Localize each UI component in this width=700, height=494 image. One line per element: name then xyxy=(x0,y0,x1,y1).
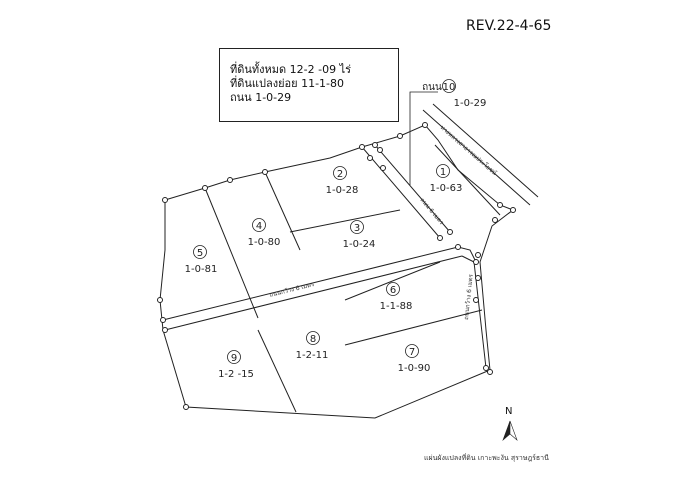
lot-7-area: 1-0-90 xyxy=(398,363,431,374)
highway-label: ทางหลวงสาธารณประโยชน์ xyxy=(439,123,499,176)
survey-marker xyxy=(372,142,378,148)
lot-8-number: 8 xyxy=(310,334,316,345)
lot-6-area: 1-1-88 xyxy=(380,301,413,312)
right-road-strip xyxy=(457,246,487,369)
lot-7-circle xyxy=(405,344,419,358)
lot-2-number: 2 xyxy=(337,169,343,180)
lot-8-circle xyxy=(306,331,320,345)
survey-marker xyxy=(227,177,233,183)
lot-3-number: 3 xyxy=(354,223,360,234)
survey-marker xyxy=(160,317,166,323)
lot-4-circle xyxy=(252,218,266,232)
survey-marker xyxy=(262,169,268,175)
summary-subdivided-area: ที่ดินแปลงย่อย 11-1-80 xyxy=(230,77,345,90)
main-road-strip xyxy=(162,246,463,331)
survey-marker xyxy=(487,369,493,375)
highway-line xyxy=(422,103,539,206)
survey-marker xyxy=(359,144,365,150)
road-callout-leader xyxy=(409,91,438,185)
top-road-strip xyxy=(361,144,451,239)
lot-4-area: 1-0-80 xyxy=(248,237,281,248)
lot-5-number: 5 xyxy=(197,248,203,259)
lot-7-number: 7 xyxy=(409,347,415,358)
survey-marker xyxy=(510,207,516,213)
map-caption: แผ่นผังแปลงที่ดิน เกาะพะงัน สุราษฎร์ธานี xyxy=(424,454,549,462)
lot-3-circle xyxy=(350,220,364,234)
road-callout-area: 1-0-29 xyxy=(454,98,487,109)
survey-marker xyxy=(183,404,189,410)
north-label: N xyxy=(505,406,513,417)
right-road-label: ถนนกว้าง 6 เมตร xyxy=(463,273,475,320)
survey-marker xyxy=(380,165,386,171)
survey-markers xyxy=(157,122,516,410)
road-callout-number: 10 xyxy=(443,82,456,93)
summary-total-area: ที่ดินทั้งหมด 12-2 -09 ไร่ xyxy=(230,63,352,76)
road-10-circle xyxy=(442,79,456,93)
lot-3-area: 1-0-24 xyxy=(343,239,376,250)
revision-label: REV.22-4-65 xyxy=(466,18,552,34)
lot-9-number: 9 xyxy=(231,353,237,364)
lot-2-area: 1-0-28 xyxy=(326,185,359,196)
outer-boundary xyxy=(159,124,515,419)
lot-5-circle xyxy=(193,245,207,259)
survey-marker xyxy=(475,252,481,258)
survey-marker xyxy=(367,155,373,161)
survey-marker xyxy=(455,244,461,250)
lot-5-area: 1-0-81 xyxy=(185,264,218,275)
north-arrow-icon xyxy=(502,420,518,441)
survey-marker xyxy=(475,275,481,281)
survey-marker xyxy=(397,133,403,139)
survey-marker xyxy=(422,122,428,128)
lot-2-circle xyxy=(333,166,347,180)
summary-road-area: ถนน 1-0-29 xyxy=(230,91,292,104)
survey-marker xyxy=(157,297,163,303)
lot-1-circle xyxy=(436,164,450,178)
survey-marker xyxy=(483,365,489,371)
survey-marker xyxy=(473,259,479,265)
lot-9-circle xyxy=(227,350,241,364)
survey-marker xyxy=(447,229,453,235)
lot-6-circle xyxy=(386,282,400,296)
survey-marker xyxy=(437,235,443,241)
lot-4-number: 4 xyxy=(256,221,262,232)
lot-1-area: 1-0-63 xyxy=(430,183,463,194)
area-summary-box: ที่ดินทั้งหมด 12-2 -09 ไร่ ที่ดินแปลงย่อ… xyxy=(219,48,399,122)
lot-divider-lines xyxy=(204,144,501,413)
lot-9-area: 1-2 -15 xyxy=(218,369,254,380)
lot-1-number: 1 xyxy=(440,167,446,178)
survey-marker xyxy=(162,197,168,203)
top-road-label: ถนน 6 เมตร xyxy=(418,197,445,227)
main-road-label: ถนนกว้าง 6 เมตร xyxy=(269,281,316,299)
survey-marker xyxy=(202,185,208,191)
road-callout-label: ถนน xyxy=(422,82,442,93)
lot-6-number: 6 xyxy=(390,285,396,296)
lot-8-area: 1-2-11 xyxy=(296,350,329,361)
survey-marker xyxy=(377,147,383,153)
survey-marker xyxy=(473,297,479,303)
survey-marker xyxy=(162,327,168,333)
survey-marker xyxy=(492,217,498,223)
survey-marker xyxy=(497,202,503,208)
